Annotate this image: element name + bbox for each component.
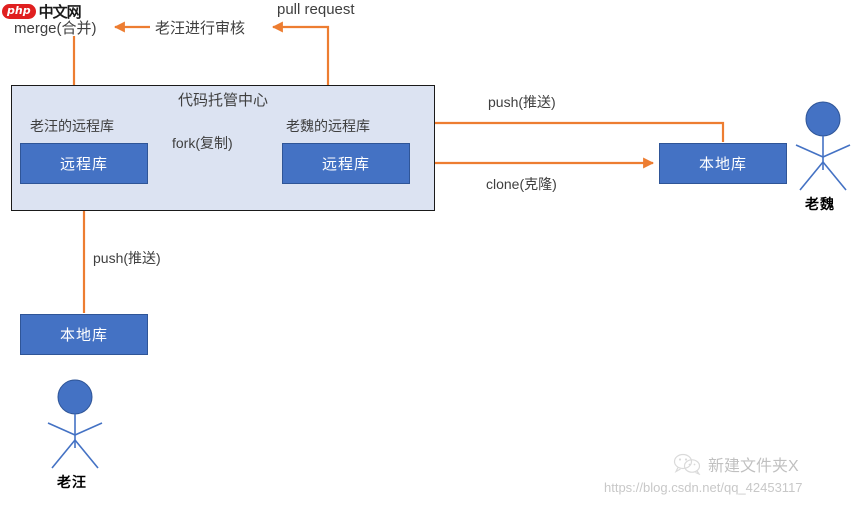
box-remote-repo-wei[interactable]: 远程库 (282, 143, 410, 184)
box-local-repo-wei[interactable]: 本地库 (659, 143, 787, 184)
label-review: 老汪进行审核 (155, 20, 246, 37)
label-push-right: push(推送) (488, 94, 556, 110)
label-clone: clone(克隆) (486, 176, 557, 192)
label-push-bottom: push(推送) (93, 250, 161, 266)
person-name-wei: 老魏 (805, 196, 835, 212)
person-wei (795, 101, 851, 191)
php-logo-text: 中文网 (38, 4, 82, 21)
code-hosting-center-title: 代码托管中心 (177, 92, 268, 109)
label-pull-request: pull request (277, 1, 355, 18)
wechat-icon (673, 453, 701, 475)
csdn-url-watermark: https://blog.csdn.net/qq_42453117 (604, 480, 803, 495)
box-local-repo-wang[interactable]: 本地库 (20, 314, 148, 355)
wechat-watermark-text: 新建文件夹X (708, 458, 799, 475)
caption-remote-repo-wei: 老魏的远程库 (286, 118, 370, 134)
wechat-watermark: 新建文件夹X (672, 452, 799, 476)
box-remote-repo-wang[interactable]: 远程库 (20, 143, 148, 184)
person-name-wang: 老汪 (57, 474, 87, 490)
caption-remote-repo-wang: 老汪的远程库 (30, 118, 114, 134)
php-logo-watermark: php 中文网 (2, 1, 82, 22)
php-badge: php (2, 3, 36, 20)
label-merge: merge(合并) (14, 20, 97, 37)
label-fork: fork(复制) (172, 135, 233, 151)
person-wang (47, 379, 103, 469)
